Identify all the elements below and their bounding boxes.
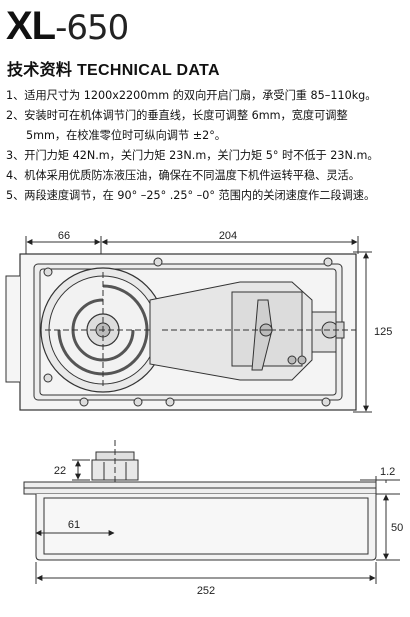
dim-side-height: 50	[391, 522, 403, 534]
spec-item-5: 5、两段速度调节，在 90° –25° .25° –0° 范围内的关闭速度作二段…	[6, 189, 376, 202]
spec-list: 1、适用尺寸为 1200x2200mm 的双向开启门扇，承受门重 85–110k…	[6, 86, 406, 206]
dim-height: 125	[374, 326, 392, 338]
spec-item-2-continued: 5mm，在校准零位时可纵向调节 ±2°。	[26, 129, 226, 142]
spec-item-1: 1、适用尺寸为 1200x2200mm 的双向开启门扇，承受门重 85–110k…	[6, 89, 377, 102]
dim-flange: 1.2	[380, 466, 395, 478]
model-title-suffix: -650	[55, 8, 129, 48]
dim-total-length: 252	[197, 585, 215, 597]
dim-spindle-height: 22	[54, 465, 66, 477]
spec-item-2: 2、安装时可在机体调节门的垂直线，长度可调整 6mm，宽度可调整	[6, 109, 348, 122]
spec-item-3: 3、开门力矩 42N.m，关门力矩 23N.m，关门力矩 5° 时不低于 23N…	[6, 149, 379, 162]
technical-data-heading: 技术资料 TECHNICAL DATA	[7, 62, 220, 79]
top-view	[5, 236, 372, 413]
dim-side-offset: 61	[68, 519, 80, 531]
side-view	[23, 440, 400, 584]
model-title-bold: XL	[6, 4, 56, 48]
dim-top-left-width: 66	[58, 230, 70, 242]
dim-top-width: 204	[219, 230, 237, 242]
spec-item-4: 4、机体采用优质防冻液压油，确保在不同温度下机件运转平稳、灵活。	[6, 169, 360, 182]
model-title: XL-650	[6, 4, 129, 50]
